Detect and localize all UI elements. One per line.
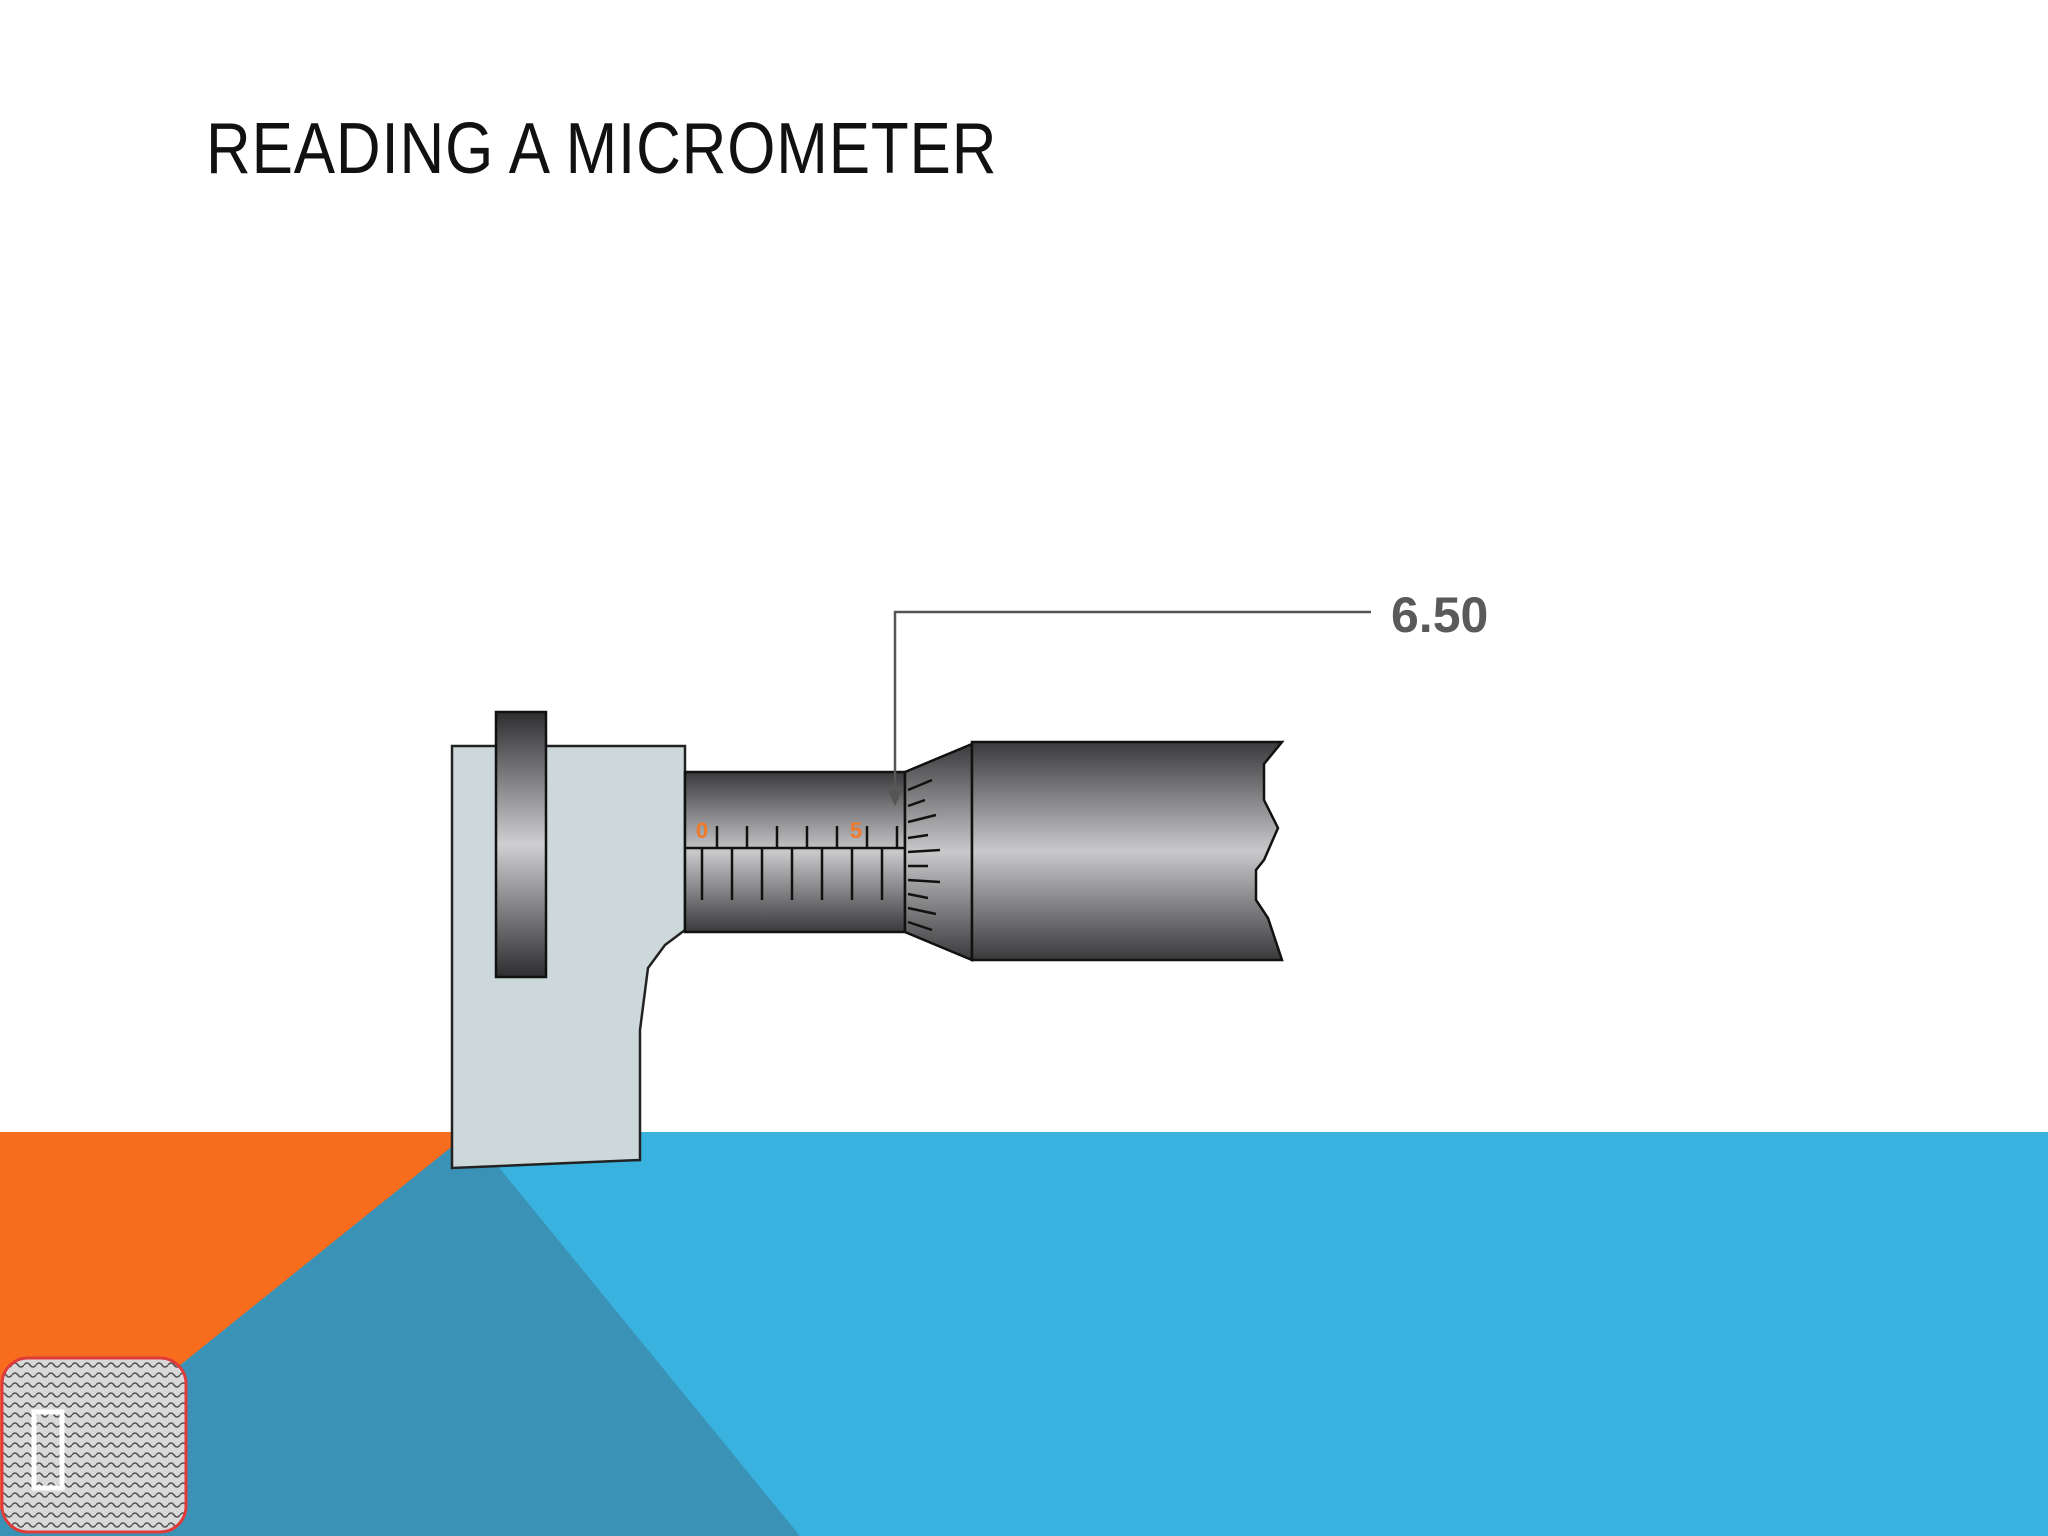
micrometer-illustration: 0 5 5 0 6.50 xyxy=(450,587,1488,1170)
thimble-body xyxy=(970,740,1285,962)
dark-blue-triangle xyxy=(0,1132,800,1536)
slide-title: READING A MICROMETER xyxy=(206,109,998,189)
micrometer-frame xyxy=(450,744,687,1170)
slide-placeholder-icon xyxy=(31,1409,65,1491)
reading-value: 6.50 xyxy=(1391,587,1488,643)
lock-nut xyxy=(494,710,548,979)
thimble-bevel-ticks xyxy=(907,778,941,932)
reading-pointer-line xyxy=(893,610,1371,792)
sleeve-ticks xyxy=(700,826,899,900)
bottom-decor xyxy=(0,1132,2048,1536)
slide-nav-button[interactable] xyxy=(0,1356,188,1534)
nav-button-bg[interactable] xyxy=(0,1356,188,1534)
micrometer-sleeve xyxy=(683,770,907,934)
reading-pointer-arrow xyxy=(888,790,902,806)
sleeve-label-0: 0 xyxy=(696,818,708,843)
sleeve-label-5: 5 xyxy=(850,818,862,843)
